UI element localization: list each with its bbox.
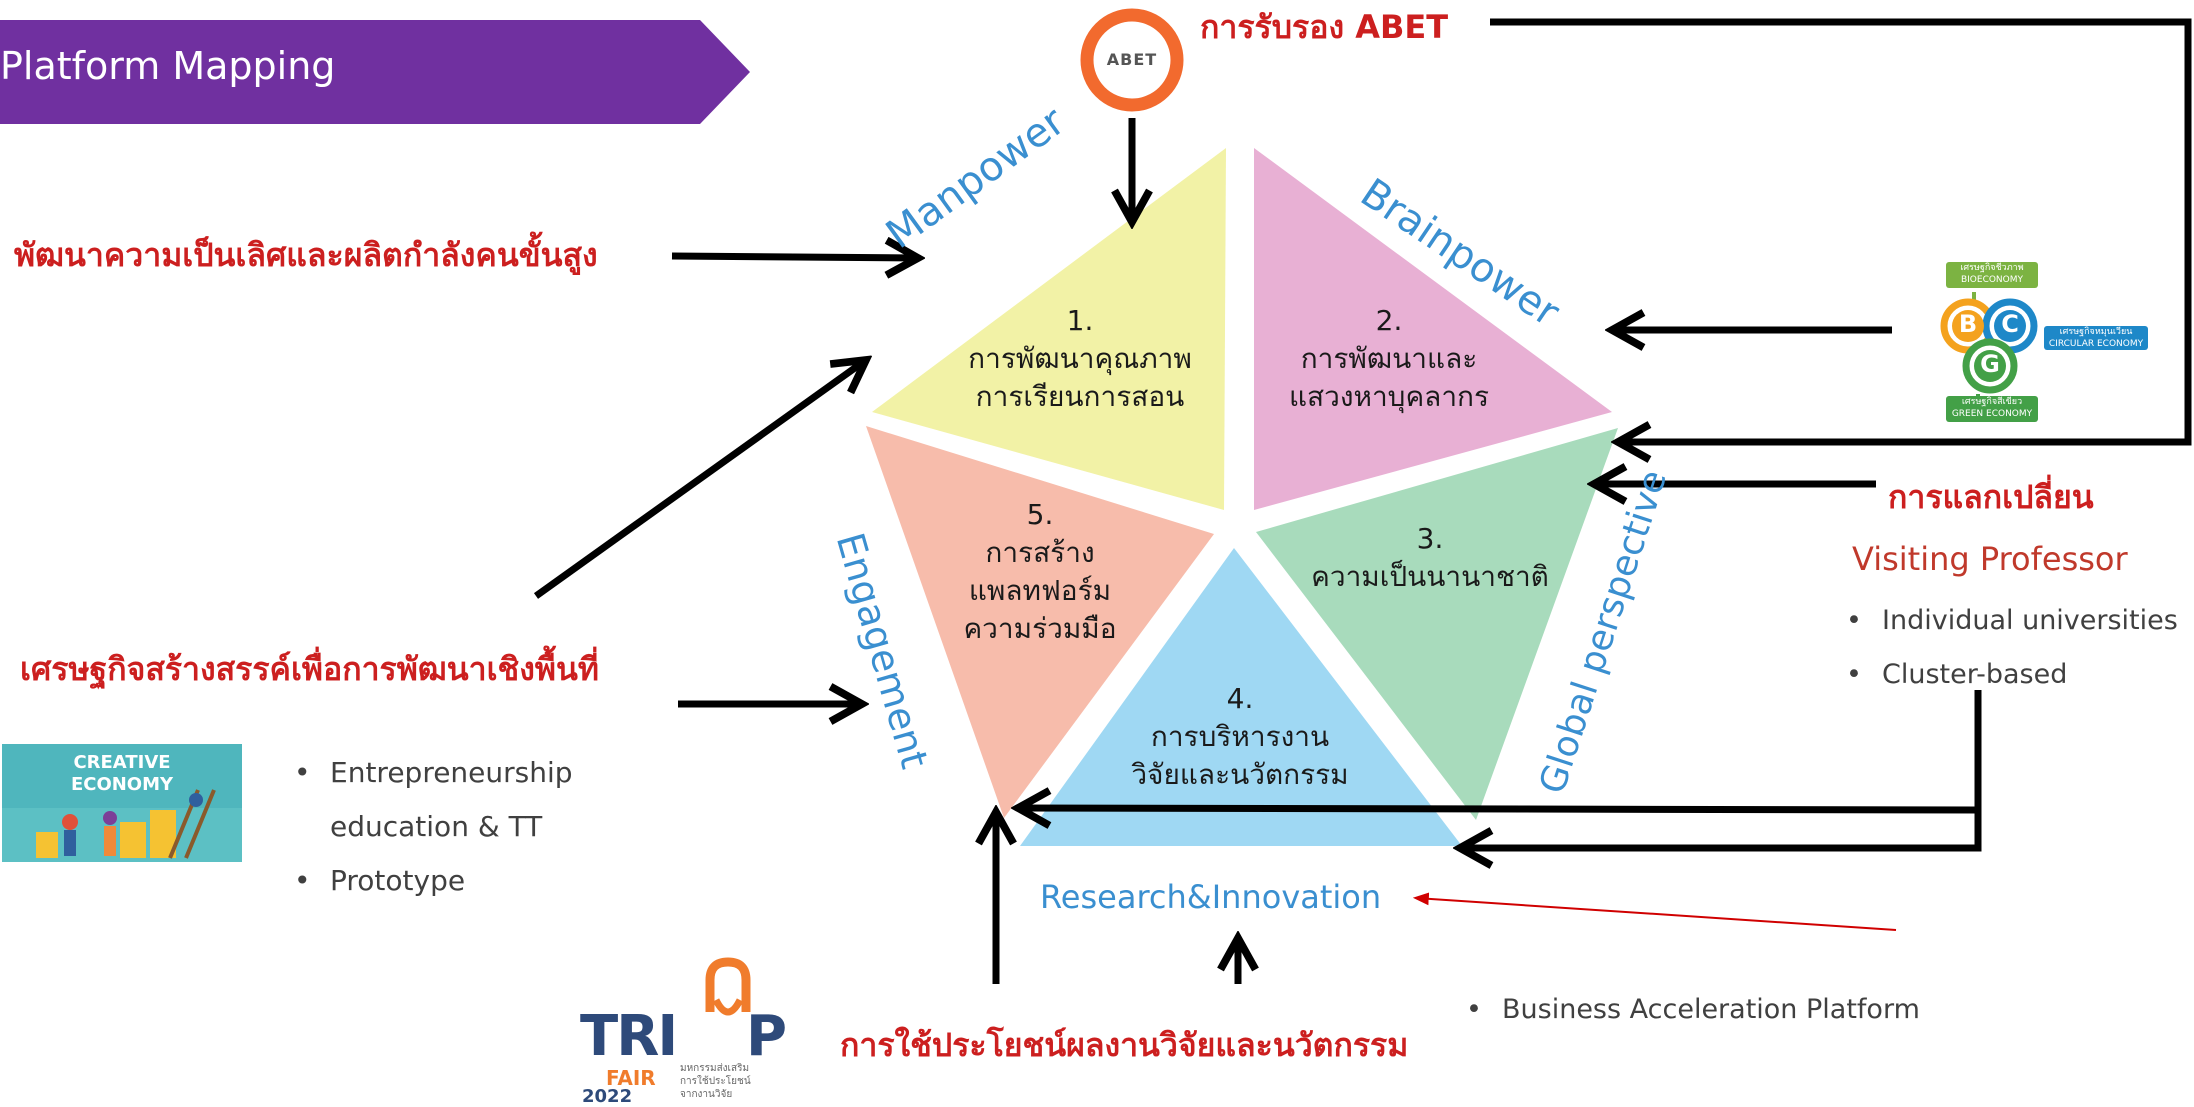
segment-5-number: 5. [1026,498,1054,531]
abet-badge-text: ABET [1106,50,1158,69]
bcg-g-letter: G [1980,350,2000,378]
segment-3-text: 3. ความเป็นนานาชาติ [1290,520,1570,596]
bcg-green-label: เศรษฐกิจสีเขียว GREEN ECONOMY [1951,397,2033,419]
excellence-arrow [671,256,918,258]
segment-4-line2: วิจัยและนวัตกรรม [1131,758,1349,791]
segment-3-triangle [1256,428,1618,820]
triup-p-glyph: P [746,1004,788,1069]
segment-5-line1: การสร้าง [985,536,1095,569]
segment-1-text: 1. การพัฒนาคุณภาพ การเรียนการสอน [930,302,1230,416]
abet-loop-line [1490,18,2192,442]
banner-title: Platform Mapping [0,44,336,88]
segment-1-line1: การพัฒนาคุณภาพ [968,342,1192,375]
creative-logo-line1: CREATIVE [73,752,171,773]
segment-3-line1: ความเป็นนานาชาติ [1311,560,1549,593]
creative-logo-line2: ECONOMY [70,774,174,795]
business-bullet: • Business Acceleration Platform [1466,994,1920,1025]
creative-logo-text: CREATIVE ECONOMY [2,752,242,796]
visiting-bullet-2: • Cluster-based [1846,659,2068,690]
segment-5-line2: แพลทฟอร์ม [968,574,1112,607]
segment-2-line2: แสวงหาบุคลากร [1288,380,1490,413]
creative-bullet-2: • Prototype [294,864,466,897]
bcg-c-letter: C [2001,310,2019,338]
bcg-circular-label: เศรษฐกิจหมุนเวียน CIRCULAR ECONOMY [2048,327,2144,349]
visiting-to-research-line [1460,808,1982,848]
business-red-arrow [1412,892,1897,931]
triup-tri-text: TRI [580,1004,678,1069]
creative-bullets: • Entrepreneurship education & TT • Prot… [294,746,573,908]
axis-research-innovation: Research&Innovation [1040,878,1382,916]
excellence-label: พัฒนาความเป็นเลิศและผลิตกำลังคนขั้นสูง [14,236,598,274]
segment-4-text: 4. การบริหารงาน วิจัยและนวัตกรรม [1090,680,1390,794]
bcg-bio-label: เศรษฐกิจชีวภาพ BIOECONOMY [1960,263,2024,285]
triup-fair-text: FAIR [606,1066,656,1090]
segment-1-line2: การเรียนการสอน [975,380,1185,413]
abet-label: การรับรอง ABET [1200,8,1449,46]
visiting-bullet-1: • Individual universities [1846,605,2178,636]
triup-year-text: 2022 [582,1086,633,1107]
creative-bullet-1: • Entrepreneurship [294,756,573,789]
segment-2-line1: การพัฒนาและ [1300,342,1478,375]
bcg-logo [1940,262,2148,422]
creative-bullet-1-cont: education & TT [330,810,543,843]
creative-economy-label: เศรษฐกิจสร้างสรรค์เพื่อการพัฒนาเชิงพื้นท… [20,650,599,688]
segment-4-line1: การบริหารงาน [1150,720,1330,753]
segment-2-triangle [1254,148,1612,510]
segment-3-number: 3. [1416,522,1444,555]
segment-5-text: 5. การสร้าง แพลทฟอร์ม ความร่วมมือ [920,496,1160,648]
triup-subtitle: มหกรรมส่งเสริม การใช้ประโยชน์ จากงานวิจั… [680,1063,751,1100]
title-banner [0,20,750,124]
segment-2-number: 2. [1375,304,1403,337]
segment-2-text: 2. การพัฒนาและ แสวงหาบุคลากร [1244,302,1534,416]
creative-diagonal-arrow [533,360,866,599]
segment-1-triangle [872,148,1226,510]
segment-4-triangle [1020,548,1462,846]
visiting-bullets: • Individual universities • Cluster-base… [1846,594,2178,702]
creative-economy-logo [2,744,242,862]
segment-5-triangle [866,426,1214,818]
visiting-professor-label: Visiting Professor [1852,540,2128,578]
utilization-label: การใช้ประโยชน์ผลงานวิจัยและนวัตกรรม [840,1026,1409,1064]
abet-logo [1080,8,1184,112]
segment-1-number: 1. [1066,304,1094,337]
triup-logo [705,957,751,1016]
segment-4-number: 4. [1226,682,1254,715]
exchange-label: การแลกเปลี่ยน [1888,478,2094,516]
segment-5-line3: ความร่วมมือ [963,612,1117,645]
bcg-b-letter: B [1958,310,1978,338]
